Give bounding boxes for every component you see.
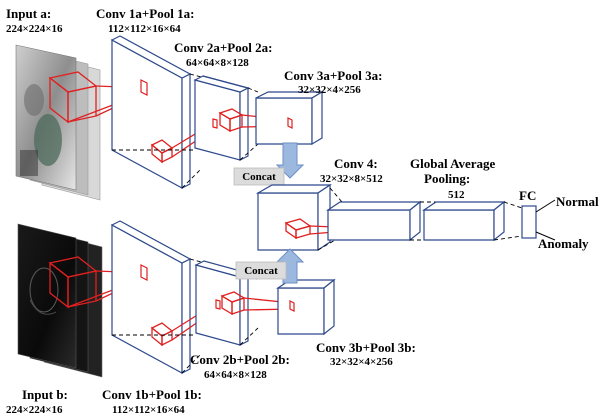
conv4-output-block: [328, 202, 420, 240]
concat-top-label: Concat: [242, 171, 276, 183]
conv2b-label: Conv 2b+Pool 2b:: [190, 352, 290, 367]
conv3a-block: [256, 92, 322, 144]
concat-bottom: Concat: [236, 249, 303, 283]
conv1b-dim: 112×112×16×64: [112, 404, 185, 416]
conv3b-block: [278, 280, 334, 334]
conv1b-block: [112, 221, 190, 373]
conv3a-label: Conv 3a+Pool 3a:: [284, 68, 382, 83]
conv1b-label: Conv 1b+Pool 1b:: [102, 387, 202, 402]
conv2b-dim: 64×64×8×128: [204, 369, 267, 381]
conv1a-label: Conv 1a+Pool 1a:: [96, 6, 194, 21]
gap-dim: 512: [448, 189, 465, 201]
gap-block: [424, 202, 504, 240]
fc-block: [522, 206, 536, 238]
input-a-frames: [16, 45, 100, 200]
conv4-label: Conv 4:: [334, 156, 378, 171]
conv1a-block: [112, 36, 190, 188]
gap-label-line2: Pooling:: [424, 171, 470, 186]
conv3b-label: Conv 3b+Pool 3b:: [316, 340, 416, 355]
conv3a-dim: 32×32×4×256: [298, 84, 361, 96]
conv1a-dim: 112×112×16×64: [108, 23, 181, 35]
conv2a-label: Conv 2a+Pool 2a:: [174, 40, 272, 55]
normal-connector: [536, 200, 555, 212]
gap-label-line1: Global Average: [410, 156, 496, 171]
conv2a-block: [195, 76, 248, 160]
conv2a-dim: 64×64×8×128: [186, 57, 249, 69]
input-b-dim: 224×224×16: [6, 404, 63, 416]
input-b-label: Input b:: [22, 387, 68, 402]
conv4-dim: 32×32×8×512: [320, 173, 383, 185]
output-normal-label: Normal: [556, 194, 599, 209]
concat-bottom-label: Concat: [244, 265, 278, 277]
output-anomaly-label: Anomaly: [538, 236, 589, 251]
input-a-label: Input a:: [6, 6, 51, 21]
fc-label: FC: [519, 188, 536, 203]
conv3b-dim: 32×32×4×256: [330, 356, 393, 368]
input-a-dim: 224×224×16: [6, 23, 63, 35]
